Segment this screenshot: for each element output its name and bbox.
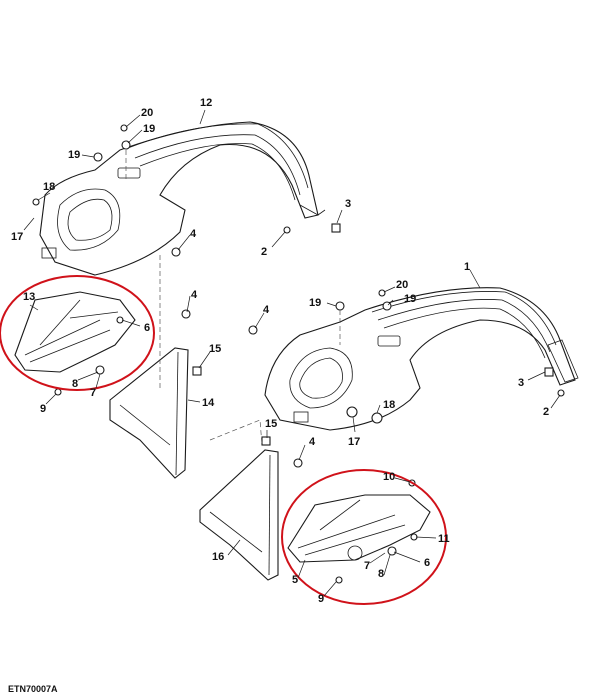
callout-3a: 3 bbox=[345, 198, 351, 210]
callout-9b: 9 bbox=[318, 593, 324, 605]
callout-4a: 4 bbox=[190, 228, 197, 240]
callout-1: 1 bbox=[464, 261, 470, 273]
reference-code: ETN70007A bbox=[8, 684, 58, 694]
callout-20b: 20 bbox=[396, 279, 408, 291]
callout-9a: 9 bbox=[40, 403, 46, 415]
mud-flap-13 bbox=[14, 291, 136, 373]
callout-18a: 18 bbox=[43, 181, 55, 193]
callout-12: 12 bbox=[200, 97, 212, 109]
callout-7a: 7 bbox=[90, 387, 96, 399]
callout-3b: 3 bbox=[518, 377, 524, 389]
callout-8a: 8 bbox=[72, 378, 78, 390]
panel-16 bbox=[199, 449, 279, 581]
leader-lines bbox=[23, 109, 561, 597]
callout-11: 11 bbox=[438, 533, 450, 545]
callout-4c: 4 bbox=[263, 304, 270, 316]
callout-19a: 19 bbox=[143, 123, 155, 135]
left-fender bbox=[39, 121, 326, 276]
highlight-ring-right bbox=[281, 469, 447, 605]
callout-6b: 6 bbox=[424, 557, 430, 569]
callout-20a: 20 bbox=[141, 107, 153, 119]
panel-14 bbox=[109, 347, 189, 479]
callout-labels: 12 20 19 19 18 17 3 2 4 4 4 4 1 20 19 19… bbox=[8, 97, 549, 694]
callout-16: 16 bbox=[212, 551, 224, 563]
callout-10a: 10 bbox=[383, 471, 395, 483]
right-fender bbox=[264, 287, 579, 431]
mud-flap-5 bbox=[287, 494, 431, 563]
hardware bbox=[32, 124, 565, 584]
callout-19c: 19 bbox=[404, 293, 416, 305]
callout-18b: 18 bbox=[383, 399, 395, 411]
callout-17a: 17 bbox=[11, 231, 23, 243]
callout-17b: 17 bbox=[348, 436, 360, 448]
callout-8b: 8 bbox=[378, 568, 384, 580]
callout-2a: 2 bbox=[261, 246, 267, 258]
callout-6a: 6 bbox=[144, 322, 150, 334]
callout-15a: 15 bbox=[209, 343, 221, 355]
callout-13: 13 bbox=[23, 291, 35, 303]
callout-19b: 19 bbox=[68, 149, 80, 161]
callout-14: 14 bbox=[202, 397, 215, 409]
assembly-lines bbox=[125, 150, 341, 446]
callout-5a: 5 bbox=[292, 574, 298, 586]
callout-19d: 19 bbox=[309, 297, 321, 309]
callout-2b: 2 bbox=[543, 406, 549, 418]
callout-15b: 15 bbox=[265, 418, 277, 430]
callout-4d: 4 bbox=[309, 436, 316, 448]
highlight-ring-left bbox=[0, 275, 155, 391]
callout-4b: 4 bbox=[191, 289, 198, 301]
callout-7b: 7 bbox=[364, 560, 370, 572]
